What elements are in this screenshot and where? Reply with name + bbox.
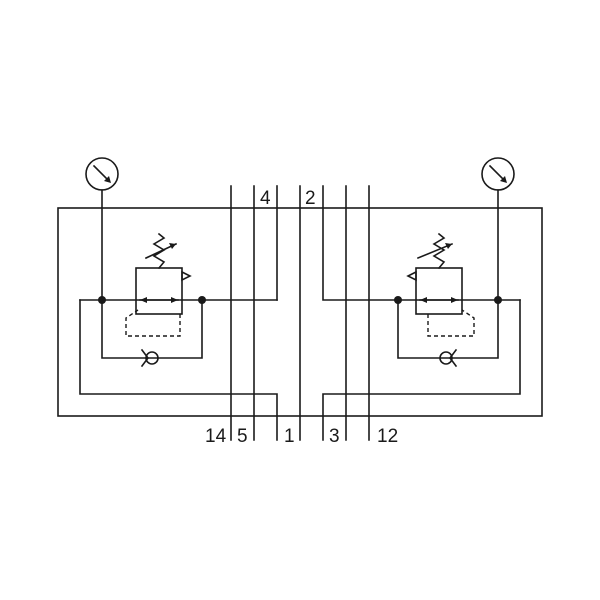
port-label-4: 4	[260, 188, 271, 209]
port-label-14: 14	[205, 426, 227, 447]
channel-lines	[79, 185, 521, 441]
check-valve-icon	[140, 348, 159, 368]
port-label-5: 5	[237, 426, 248, 447]
pressure-gauge-icon	[85, 157, 119, 191]
port-label-3: 3	[329, 426, 340, 447]
pressure-regulator-icon	[125, 267, 192, 337]
right-regulator-circuit	[394, 157, 521, 368]
port-label-1: 1	[284, 426, 295, 447]
left-regulator-circuit	[79, 157, 278, 368]
port-lines	[230, 185, 370, 441]
pressure-gauge-icon	[481, 157, 515, 191]
check-valve-icon	[439, 348, 458, 368]
adjustable-spring-icon	[144, 232, 178, 270]
port-label-2: 2	[305, 188, 316, 209]
pressure-regulator-icon	[406, 267, 475, 337]
adjustable-spring-icon	[416, 232, 454, 270]
port-label-12: 12	[377, 426, 398, 447]
